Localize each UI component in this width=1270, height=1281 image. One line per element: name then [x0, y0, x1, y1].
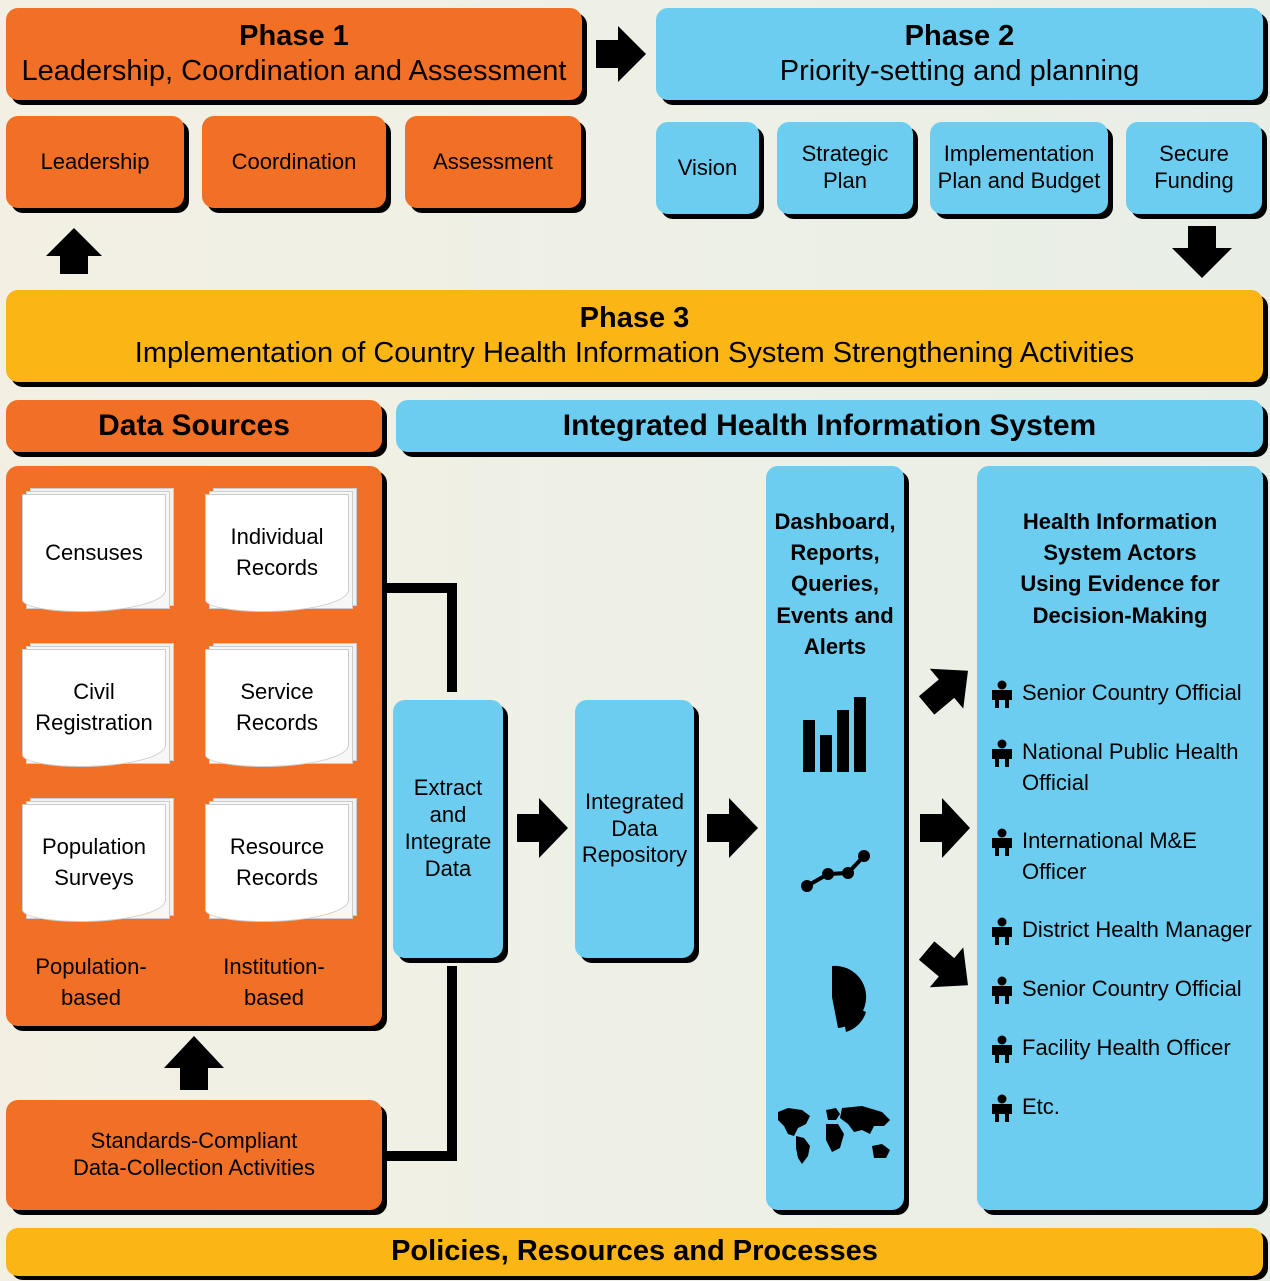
person-icon [992, 917, 1012, 945]
document-censuses: Censuses [22, 488, 174, 613]
population-based-label: Population- based [35, 954, 147, 1010]
phase2-item-secure-funding: Secure Funding [1126, 122, 1262, 214]
arrow-diagonal-down-icon [918, 941, 968, 988]
arrow-diagonal-up-icon [918, 668, 968, 715]
person-icon [992, 976, 1012, 1004]
phase1-subtitle: Leadership, Coordination and Assessment [21, 55, 567, 87]
phase2-title: Phase 2 [904, 19, 1015, 52]
ihis-title: Integrated Health Information System [562, 408, 1097, 442]
ihis-header: Integrated Health Information System [396, 400, 1263, 452]
data-sources-header: Data Sources [6, 400, 382, 452]
phase3-header: Phase 3 Implementation of Country Health… [6, 290, 1263, 382]
phase2-item-label: Funding [1154, 168, 1234, 193]
document-label: Surveys [54, 865, 134, 890]
actor-item: Facility Health Officer [990, 1032, 1231, 1063]
pie-chart-icon [832, 965, 867, 1032]
person-icon [992, 739, 1012, 767]
arrow-right-icon [920, 798, 970, 858]
arrow-down-icon [1172, 226, 1232, 278]
footer-label: Policies, Resources and Processes [391, 1235, 878, 1268]
institution-based-label: Institution- based [223, 954, 325, 1010]
phase1-item-assessment: Assessment [405, 116, 581, 208]
document-label: Civil [73, 679, 115, 705]
dashboard-panel: Dashboard,Reports, Queries,Events and Al… [766, 466, 904, 1210]
document-label: Records [236, 710, 318, 735]
phase1-item-leadership: Leadership [6, 116, 184, 208]
document-label: Individual [230, 524, 324, 550]
person-icon [992, 1094, 1012, 1122]
phase2-header: Phase 2 Priority-setting and planning [656, 8, 1263, 100]
line-chart-icon [801, 850, 870, 892]
phase1-title: Phase 1 [239, 19, 349, 52]
actor-item: Etc. [990, 1091, 1060, 1122]
arrow-right-icon [517, 798, 568, 858]
actor-item: Senior Country Official [990, 677, 1242, 708]
world-map-icon [778, 1106, 890, 1164]
phase2-item-label: Vision [677, 154, 738, 180]
dashboard-title: Dashboard,Reports, Queries,Events and Al… [774, 509, 896, 659]
connector-line [386, 583, 457, 692]
phase2-item-label: Secure [1159, 141, 1229, 167]
document-label: Censuses [45, 539, 143, 565]
actor-item: District Health Manager [990, 914, 1252, 945]
arrow-up-icon [46, 228, 102, 274]
phase2-item-vision: Vision [656, 122, 759, 214]
person-icon [992, 1035, 1012, 1063]
phase3-title: Phase 3 [579, 301, 690, 334]
phase2-item-label: Plan [822, 168, 868, 193]
document-label: Service [240, 679, 314, 705]
standards-box: Standards-Compliant Data-Collection Acti… [6, 1100, 382, 1210]
actor-item: Senior Country Official [990, 973, 1242, 1004]
phase2-item-strategic-plan: Strategic Plan [777, 122, 913, 214]
phase2-item-label: Plan and Budget [937, 168, 1101, 193]
arrow-up-icon [164, 1036, 224, 1090]
document-label: Resource [229, 834, 325, 860]
phase2-item-label: Strategic [801, 141, 889, 167]
phase1-item-label: Leadership [40, 148, 150, 174]
bar-chart-icon [803, 697, 866, 772]
data-sources-title: Data Sources [98, 408, 290, 442]
standards-label: Data-Collection Activities [72, 1155, 316, 1180]
phase1-header: Phase 1 Leadership, Coordination and Ass… [6, 8, 582, 100]
phase1-item-coordination: Coordination [202, 116, 386, 208]
document-label: Records [236, 865, 318, 890]
phase3-subtitle: Implementation of Country Health Informa… [134, 337, 1135, 369]
person-icon [992, 828, 1012, 856]
document-label: Population [42, 834, 146, 860]
phase1-item-label: Assessment [433, 148, 553, 174]
phase1-item-label: Coordination [231, 148, 357, 174]
document-label: Records [236, 555, 318, 580]
phase2-subtitle: Priority-setting and planning [779, 55, 1140, 87]
arrow-right-icon [707, 798, 758, 858]
document-label: Registration [35, 710, 153, 735]
phase2-item-implementation-plan: Implementation Plan and Budget [930, 122, 1108, 214]
footer-bar: Policies, Resources and Processes [6, 1228, 1263, 1276]
person-icon [992, 680, 1012, 708]
connector-line [386, 966, 457, 1161]
phase2-item-label: Implementation [943, 141, 1095, 167]
arrow-right-icon [596, 26, 646, 82]
standards-label: Standards-Compliant [90, 1128, 298, 1154]
